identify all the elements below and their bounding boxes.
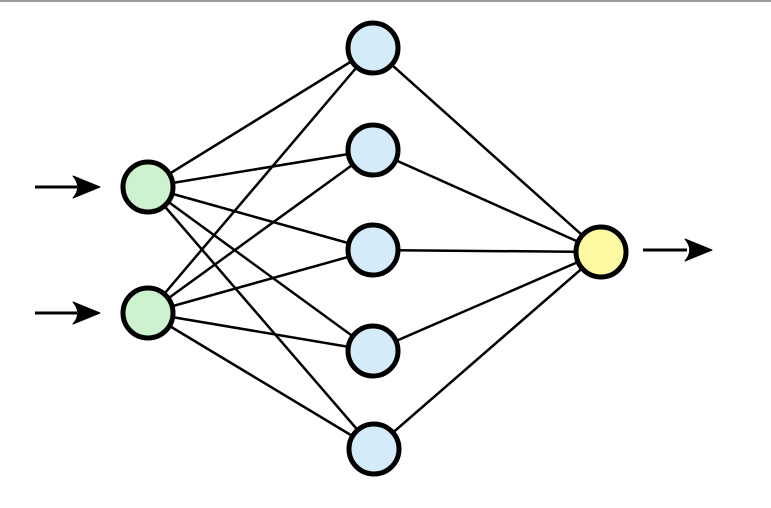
- input-arrow-1-head-icon: [72, 175, 101, 199]
- edge-hidden-2-to-output-1: [372, 148, 602, 254]
- node-hidden-2: [345, 122, 401, 178]
- edge-input-1-to-hidden-5: [147, 186, 375, 450]
- edge-input-1-to-hidden-1: [147, 46, 374, 189]
- edge-hidden-4-to-output-1: [372, 250, 602, 353]
- edge-input-2-to-hidden-2: [147, 148, 374, 315]
- edge-input-2-to-hidden-3: [147, 248, 374, 315]
- edge-input-2-to-hidden-5: [147, 311, 375, 451]
- edge-input-2-to-hidden-4: [147, 311, 374, 353]
- node-output-1: [573, 224, 629, 280]
- edge-hidden-1-to-output-1: [372, 47, 602, 253]
- node-hidden-1: [345, 20, 401, 76]
- node-hidden-5: [346, 421, 402, 477]
- edge-hidden-5-to-output-1: [373, 251, 602, 450]
- edge-input-2-to-hidden-1: [147, 47, 374, 314]
- input-arrow-2-head-icon: [72, 301, 101, 325]
- node-hidden-3: [345, 222, 401, 278]
- node-hidden-4: [345, 323, 401, 379]
- edge-input-1-to-hidden-4: [147, 185, 374, 353]
- edge-input-1-to-hidden-2: [147, 148, 374, 189]
- node-input-2: [120, 285, 176, 341]
- edge-hidden-3-to-output-1: [372, 248, 602, 254]
- edge-input-1-to-hidden-3: [147, 185, 374, 252]
- node-input-1: [120, 159, 176, 215]
- window-top-border: [0, 0, 771, 2]
- output-arrow-1-head-icon: [684, 238, 713, 262]
